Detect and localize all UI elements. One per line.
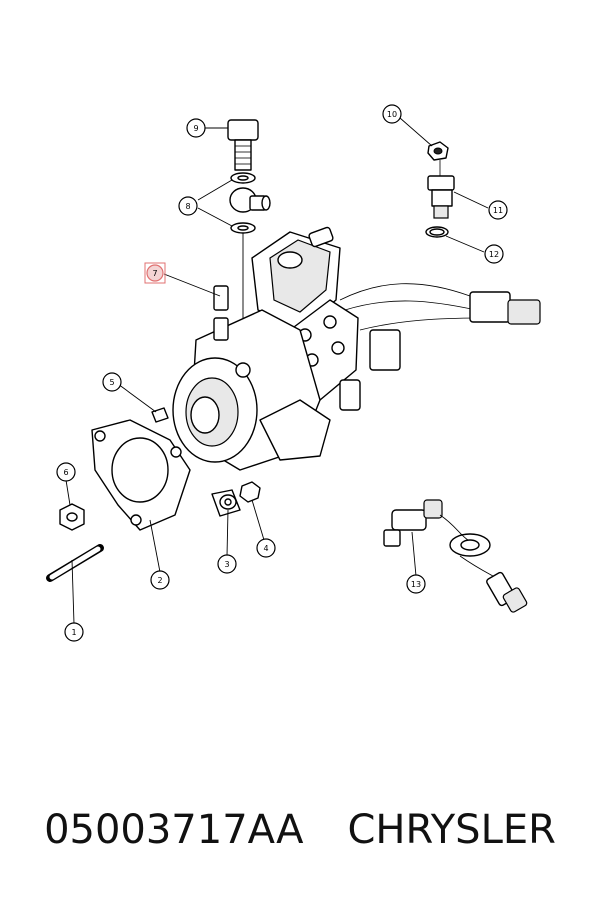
callout-11: 11 — [488, 200, 508, 220]
flange-nut — [59, 503, 85, 531]
svg-text:3: 3 — [224, 560, 229, 569]
callout-10: 10 — [382, 104, 402, 124]
svg-text:4: 4 — [263, 544, 268, 553]
part-number: 05003717AA — [44, 807, 304, 853]
o-ring — [425, 226, 449, 238]
callout-13: 13 — [406, 574, 426, 594]
callout-9: 9 — [186, 118, 206, 138]
small-nut — [427, 141, 449, 161]
bracket-washer — [211, 489, 241, 517]
svg-text:8: 8 — [185, 202, 190, 211]
caption: 05003717AA CHRYSLER — [0, 795, 600, 865]
svg-text:2: 2 — [157, 576, 162, 585]
bracket-nut — [239, 481, 261, 503]
exploded-parts-diagram: 9 8 10 11 12 7 5 6 2 1 3 4 13 — [46, 104, 541, 642]
banjo-fitting — [229, 187, 271, 213]
banjo-bolt — [227, 119, 259, 171]
svg-text:10: 10 — [387, 110, 397, 119]
callout-8: 8 — [178, 196, 198, 216]
brand-name: CHRYSLER — [347, 807, 556, 853]
woodruff-key — [151, 407, 169, 423]
callout-6: 6 — [56, 462, 76, 482]
svg-text:1: 1 — [71, 628, 76, 637]
callout-7: 7 — [144, 262, 166, 284]
shutoff-solenoid — [427, 160, 455, 219]
callout-12: 12 — [484, 244, 504, 264]
callout-3: 3 — [217, 554, 237, 574]
svg-text:7: 7 — [152, 269, 157, 278]
svg-text:6: 6 — [63, 468, 68, 477]
mounting-stud — [46, 544, 104, 582]
callout-1: 1 — [64, 622, 84, 642]
mounting-gasket — [91, 419, 191, 531]
callout-2: 2 — [150, 570, 170, 590]
svg-text:12: 12 — [489, 250, 499, 259]
injection-pump — [172, 226, 541, 471]
svg-text:11: 11 — [493, 206, 503, 215]
callout-4: 4 — [256, 538, 276, 558]
callout-5: 5 — [102, 372, 122, 392]
speed-sensor — [383, 499, 528, 613]
svg-text:13: 13 — [411, 580, 421, 589]
svg-text:5: 5 — [109, 378, 114, 387]
svg-text:9: 9 — [193, 124, 198, 133]
